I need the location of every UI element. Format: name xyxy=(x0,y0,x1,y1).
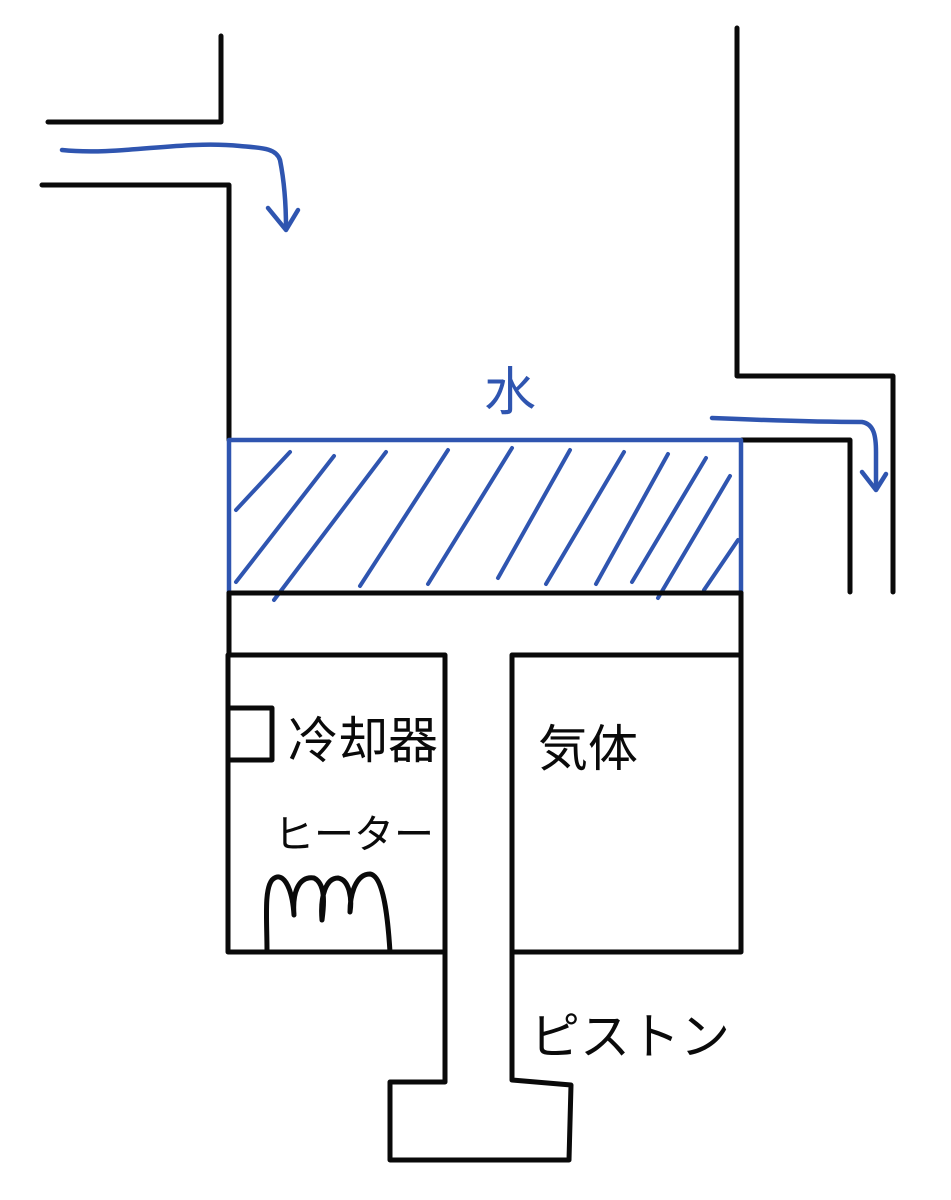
left-chamber-bottom xyxy=(225,652,448,955)
cylinder-walls xyxy=(39,25,896,595)
water-layer xyxy=(226,437,744,602)
inlet-pipe-upper-wall xyxy=(45,33,224,125)
outlet-pipe-lower-wall xyxy=(739,437,853,595)
inlet-arrow-head xyxy=(265,205,301,233)
water-label: 水 xyxy=(484,363,536,423)
flow-arrows xyxy=(59,142,889,493)
water-hatching xyxy=(234,446,740,602)
cylinder-left-wall xyxy=(39,182,232,443)
outlet-flow-arrow xyxy=(709,415,879,491)
gas-label: 気体 xyxy=(538,720,638,778)
cooler-label: 冷却器 xyxy=(288,712,438,770)
cooler-box xyxy=(225,705,275,763)
outlet-arrow-head xyxy=(859,469,889,493)
cylinder-right-wall xyxy=(734,25,896,595)
left-chamber-and-rod xyxy=(227,652,744,1163)
heater-coil xyxy=(263,871,393,955)
inlet-flow-arrow xyxy=(59,142,289,231)
piston-label: ピストン xyxy=(530,1008,730,1066)
heater-label: ヒーター xyxy=(274,812,434,858)
